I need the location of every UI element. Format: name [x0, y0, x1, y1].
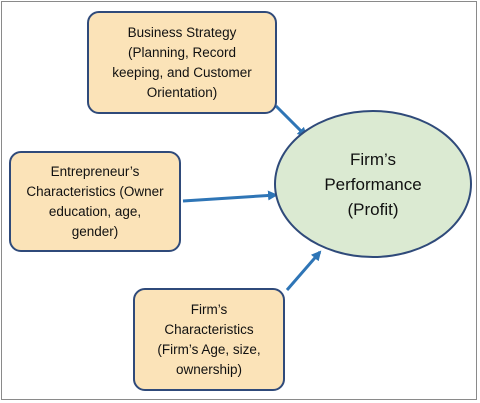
node-firm-line-2: Characteristics [164, 321, 254, 337]
node-entrepreneur-line-2: Characteristics (Owner [26, 183, 164, 199]
node-entrepreneur-line-4: gender) [71, 223, 119, 239]
arrow-firm-to-performance [285, 250, 322, 291]
node-business-strategy-line-3: keeping, and Customer [112, 64, 252, 80]
node-performance-line-3: (Profit) [347, 199, 399, 219]
node-performance-line-2: Performance [324, 174, 422, 194]
node-firm-line-4: ownership) [175, 361, 243, 377]
node-performance-line-1: Firm’s [350, 149, 396, 169]
node-business-strategy-line-4: Orientation) [146, 84, 218, 100]
arrow-entrepreneur-to-performance [182, 190, 278, 203]
node-firm-characteristics: Firm’s Characteristics (Firm’s Age, size… [133, 288, 285, 391]
node-firm-line-3: (Firm’s Age, size, [157, 341, 261, 357]
node-firm-performance: Firm’s Performance (Profit) [274, 110, 472, 258]
node-business-strategy: Business Strategy (Planning, Record keep… [87, 11, 277, 114]
node-firm-line-1: Firm’s [190, 301, 228, 317]
node-entrepreneur-line-1: Entrepreneur’s [50, 163, 140, 179]
arrow-strategy-to-performance [274, 104, 308, 138]
node-entrepreneur-characteristics: Entrepreneur’s Characteristics (Owner ed… [9, 151, 181, 252]
node-business-strategy-line-1: Business Strategy [127, 24, 237, 40]
node-entrepreneur-line-3: education, age, [48, 203, 142, 219]
node-business-strategy-line-2: (Planning, Record [127, 44, 237, 60]
